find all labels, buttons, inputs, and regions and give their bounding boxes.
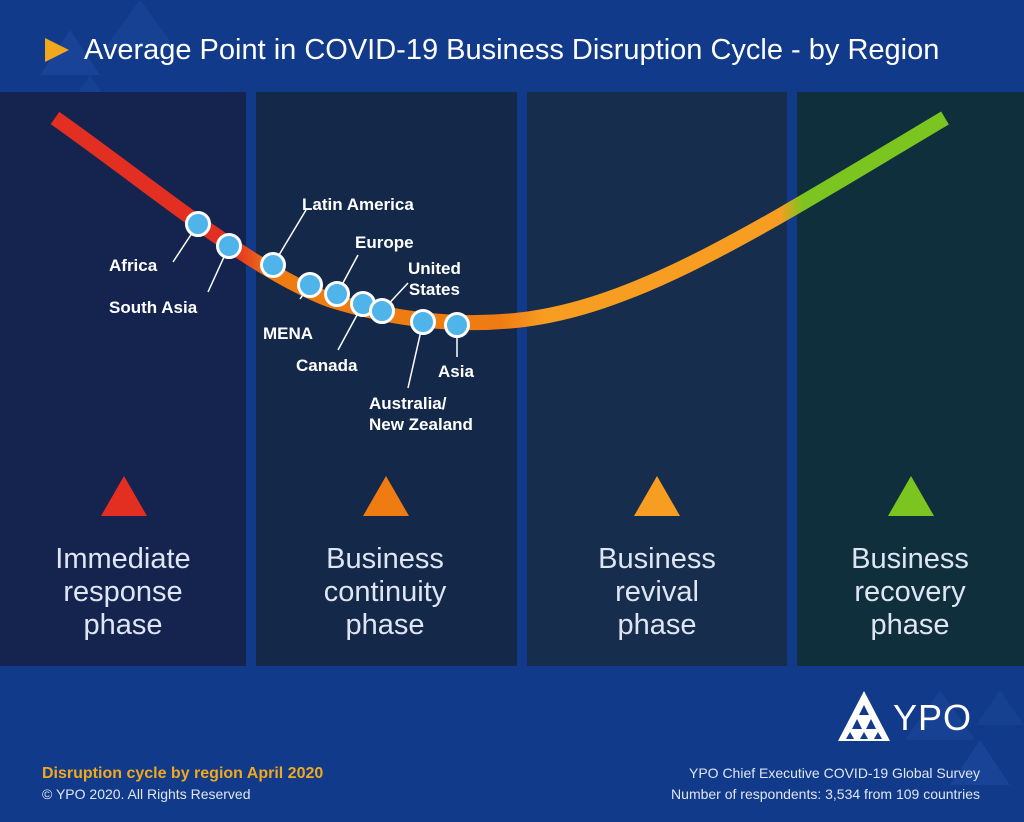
panel-business-revival: [527, 92, 787, 666]
south-asia-marker: [216, 233, 242, 259]
region-label-africa: Africa: [109, 256, 158, 275]
region-label-united-states: United States: [408, 259, 461, 299]
africa-marker: [185, 211, 211, 237]
footer-survey-name: YPO Chief Executive COVID-19 Global Surv…: [688, 765, 980, 781]
australia-new-zealand-marker: [410, 309, 436, 335]
ypo-logo-text: YPO: [893, 697, 973, 738]
footer-respondents: Number of respondents: 3,534 from 109 co…: [671, 786, 980, 802]
phase-label-revival: Business revival phase: [598, 543, 716, 641]
region-label-latin-america: Latin America: [302, 195, 414, 214]
continuity-phase-triangle-icon: [363, 476, 409, 516]
phase-label-continuity: Business continuity phase: [323, 543, 447, 641]
revival-phase-triangle-icon: [634, 476, 680, 516]
phase-label-immediate: Immediate response phase: [55, 543, 191, 641]
region-label-europe: Europe: [355, 233, 414, 252]
region-label-mena: MENA: [263, 324, 314, 343]
footer-copyright: © YPO 2020. All Rights Reserved: [42, 786, 251, 802]
page-title: Average Point in COVID-19 Business Disru…: [84, 33, 940, 66]
region-label-canada: Canada: [296, 356, 358, 375]
mena-marker: [297, 272, 323, 298]
region-label-asia: Asia: [438, 362, 474, 381]
footer-caption: Disruption cycle by region April 2020: [42, 765, 324, 782]
region-label-australia-new-zealand: Australia/ New Zealand: [369, 394, 473, 434]
united-states-marker: [369, 298, 395, 324]
region-markers: [185, 211, 470, 338]
recovery-phase-triangle-icon: [888, 476, 934, 516]
asia-marker: [444, 312, 470, 338]
region-label-south-asia: South Asia: [109, 298, 198, 317]
latin-america-marker: [260, 252, 286, 278]
ypo-logo-icon: [838, 691, 890, 741]
panel-business-continuity: [256, 92, 517, 666]
immediate-phase-triangle-icon: [101, 476, 147, 516]
panel-immediate-response: [0, 92, 246, 666]
phase-label-recovery: Business recovery phase: [851, 543, 969, 641]
play-triangle-icon: [45, 38, 69, 62]
europe-marker: [324, 281, 350, 307]
